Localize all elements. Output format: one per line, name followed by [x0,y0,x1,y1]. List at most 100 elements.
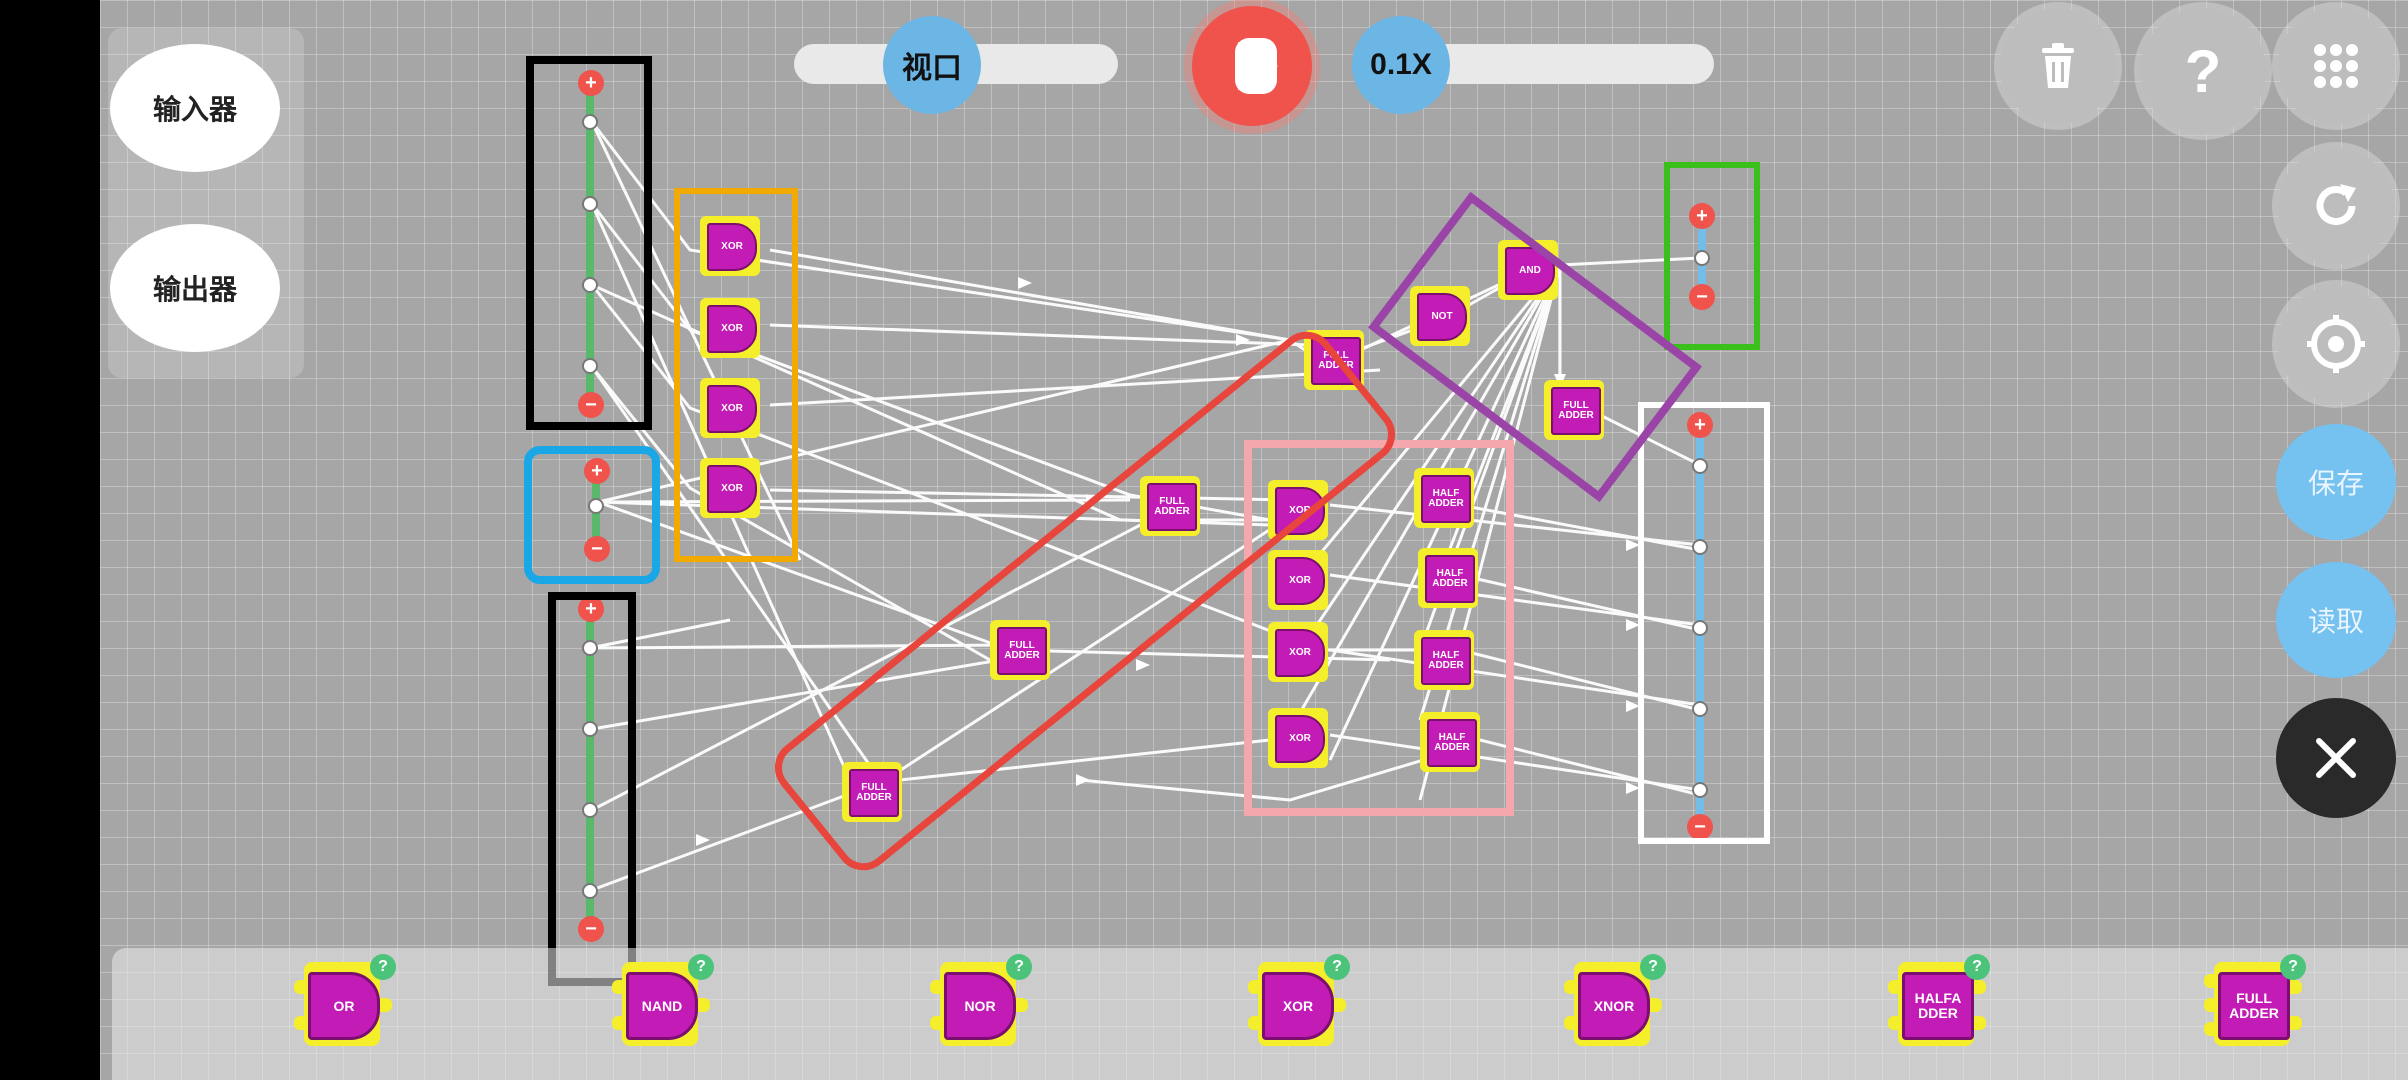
trash-icon [2042,43,2074,88]
full-adder[interactable]: FULL ADDER [1140,476,1200,536]
output-pin[interactable] [1692,539,1708,555]
palette-half-adder[interactable]: HALFA DDER? [1888,954,1990,1048]
input-pin[interactable] [588,498,604,514]
palette-or[interactable]: OR? [294,954,396,1048]
gate-label: FULL ADDER [997,627,1047,675]
delete-button[interactable] [2000,8,2116,124]
highlight-carry-out [1664,162,1760,350]
output-pin[interactable] [1692,701,1708,717]
half-adder[interactable]: HALF ADDER [1418,548,1478,608]
xor-gate[interactable]: XOR [700,216,760,276]
close-icon [2316,738,2356,778]
carry-input-remove[interactable]: − [584,536,610,562]
and-gate[interactable]: AND [1498,240,1558,300]
input-bus-b[interactable] [586,614,594,924]
palette-nor[interactable]: NOR? [930,954,1032,1048]
palette-label: NAND [626,972,698,1040]
palette-label: XNOR [1578,972,1650,1040]
sum-output-add[interactable]: + [1687,412,1713,438]
carry-output-add[interactable]: + [1689,203,1715,229]
xor-gate[interactable]: XOR [1268,480,1328,540]
refresh-button[interactable] [2278,148,2394,264]
half-adder[interactable]: HALF ADDER [1414,468,1474,528]
help-button[interactable]: ? [2140,8,2266,134]
half-adder[interactable]: HALF ADDER [1420,712,1480,772]
input-bus-b-remove[interactable]: − [578,916,604,942]
output-device-button[interactable]: 输出器 [110,224,280,352]
gate-label: XOR [1275,487,1325,535]
full-adder[interactable]: FULL ADDER [1304,330,1364,390]
input-pin[interactable] [582,114,598,130]
viewport-knob[interactable]: 视口 [883,16,981,114]
palette-nand[interactable]: NAND? [612,954,714,1048]
help-badge-icon[interactable]: ? [1640,954,1666,980]
palette-xor[interactable]: XOR? [1248,954,1350,1048]
output-pin[interactable] [1692,620,1708,636]
gate-label: XOR [707,385,757,433]
help-badge-icon[interactable]: ? [1964,954,1990,980]
help-badge-icon[interactable]: ? [1324,954,1350,980]
gate-label: HALF ADDER [1427,719,1477,767]
input-device-button[interactable]: 输入器 [110,44,280,172]
play-icon [1235,38,1278,94]
help-badge-icon[interactable]: ? [370,954,396,980]
sum-output-remove[interactable]: − [1687,814,1713,840]
gate-label: FULL ADDER [1311,337,1361,385]
palette-xnor[interactable]: XNOR? [1564,954,1666,1048]
carry-input-add[interactable]: + [584,458,610,484]
settings-button[interactable] [2278,286,2394,402]
highlight-carry-in [524,446,660,584]
input-bus-a-add[interactable]: + [578,70,604,96]
load-button[interactable]: 读取 [2276,562,2396,678]
input-bus-b-add[interactable]: + [578,596,604,622]
output-pin[interactable] [1692,458,1708,474]
gate-label: XOR [1275,629,1325,677]
full-adder[interactable]: FULL ADDER [1544,380,1604,440]
palette-label: FULL ADDER [2218,972,2290,1040]
input-bus-a-remove[interactable]: − [578,392,604,418]
output-pin[interactable] [1692,782,1708,798]
close-button[interactable] [2276,698,2396,818]
highlight-xor-half-adders [1244,440,1514,816]
input-pin[interactable] [582,721,598,737]
xor-gate[interactable]: XOR [1268,550,1328,610]
play-button[interactable] [1192,6,1312,126]
gate-label: XOR [707,305,757,353]
help-badge-icon[interactable]: ? [688,954,714,980]
speed-knob[interactable]: 0.1X [1352,16,1450,114]
full-adder[interactable]: FULL ADDER [842,762,902,822]
menu-button[interactable] [2278,8,2394,124]
input-pin[interactable] [582,802,598,818]
input-pin[interactable] [582,277,598,293]
gate-label: HALF ADDER [1421,475,1471,523]
half-adder[interactable]: HALF ADDER [1414,630,1474,690]
gate-label: NOT [1417,293,1467,341]
grid-icon [2314,44,2358,88]
highlight-sum-out [1638,402,1770,844]
input-pin[interactable] [582,640,598,656]
gate-label: XOR [707,465,757,513]
input-pin[interactable] [582,196,598,212]
xor-gate[interactable]: XOR [700,378,760,438]
help-icon: ? [2184,37,2222,105]
save-button[interactable]: 保存 [2276,424,2396,540]
output-pin[interactable] [1694,250,1710,266]
xor-gate[interactable]: XOR [1268,708,1328,768]
xor-gate[interactable]: XOR [700,298,760,358]
highlight-input-b [548,592,636,986]
refresh-icon [2316,184,2356,225]
palette-label: NOR [944,972,1016,1040]
highlight-xor-column [674,188,798,562]
palette-full-adder[interactable]: FULL ADDER? [2204,954,2306,1048]
help-badge-icon[interactable]: ? [2280,954,2306,980]
full-adder[interactable]: FULL ADDER [990,620,1050,680]
input-pin[interactable] [582,883,598,899]
xor-gate[interactable]: XOR [1268,622,1328,682]
xor-gate[interactable]: XOR [700,458,760,518]
input-pin[interactable] [582,358,598,374]
not-gate[interactable]: NOT [1410,286,1470,346]
carry-output-remove[interactable]: − [1689,284,1715,310]
gate-label: HALF ADDER [1421,637,1471,685]
help-badge-icon[interactable]: ? [1006,954,1032,980]
input-bus-a[interactable] [586,86,594,406]
